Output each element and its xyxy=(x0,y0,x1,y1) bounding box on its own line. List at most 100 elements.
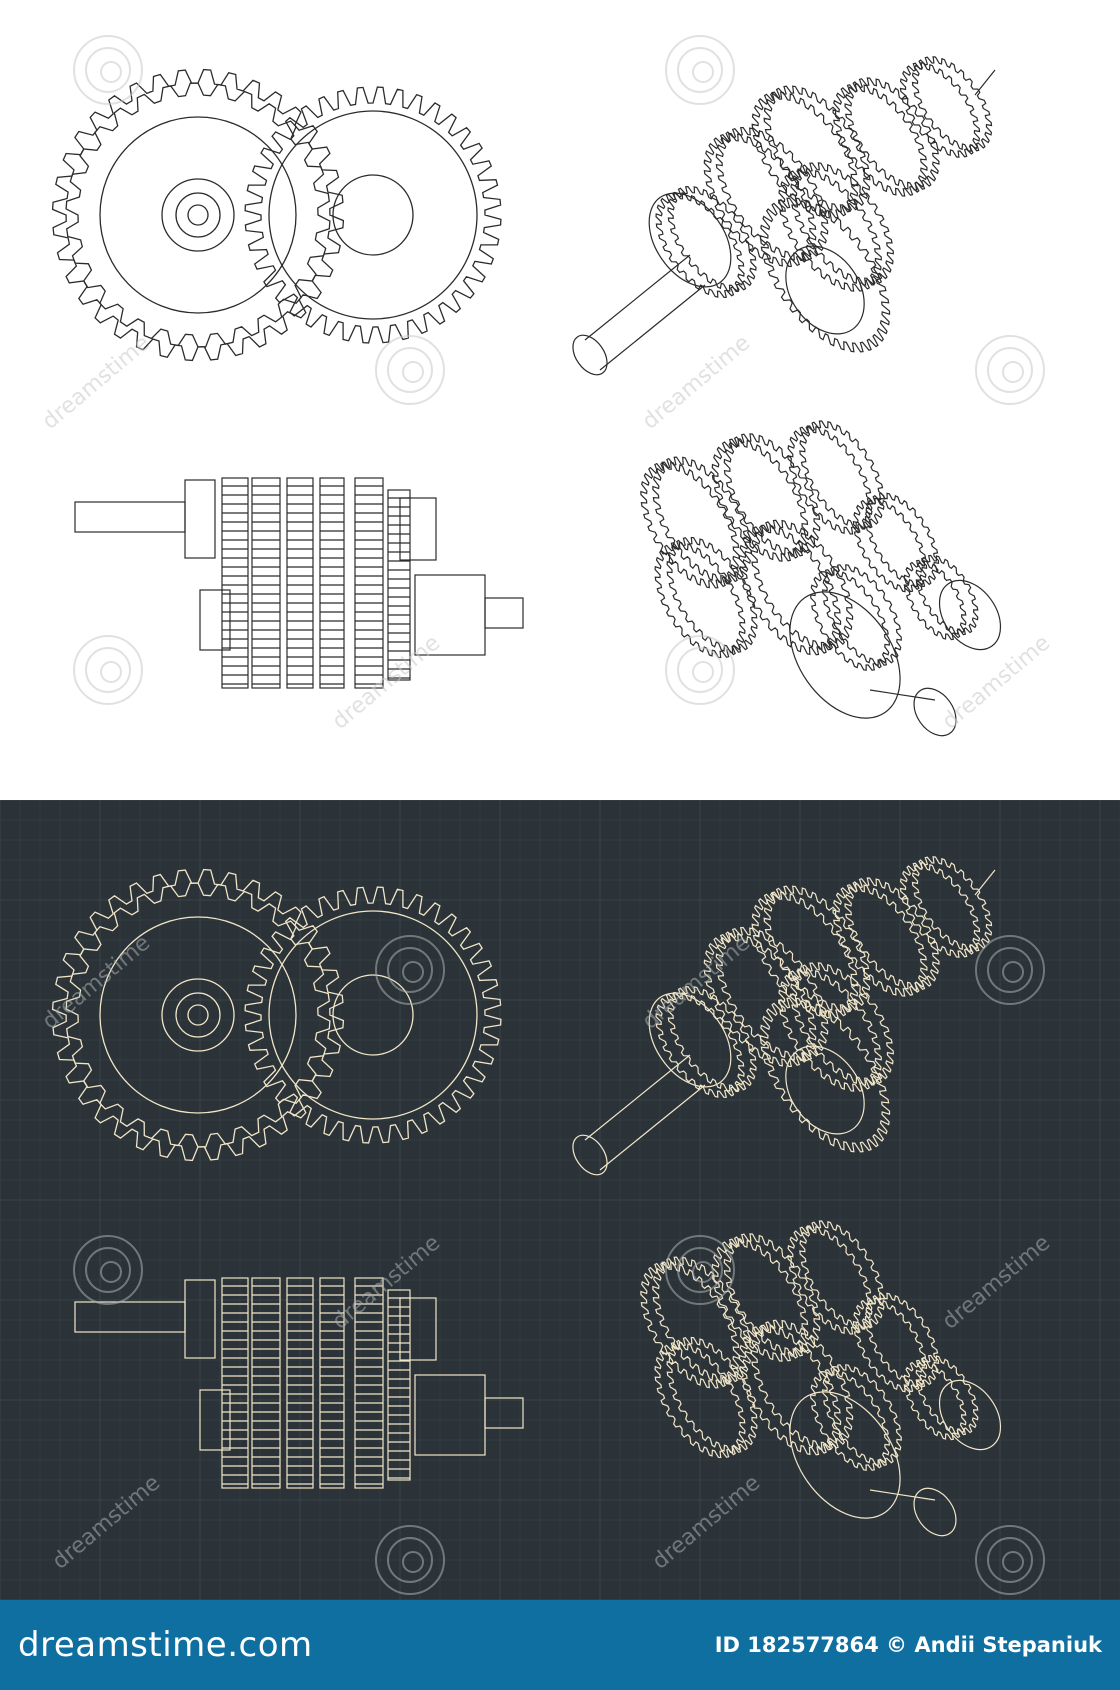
iso-gear xyxy=(899,62,981,158)
side-upper-bearing xyxy=(184,479,216,559)
small-gear-center xyxy=(187,204,209,226)
side-gear-stack xyxy=(319,477,345,689)
large-gear-teeth xyxy=(244,86,502,344)
watermark-text: dreamstime xyxy=(938,1231,1055,1335)
iso-gear-back xyxy=(715,126,829,262)
gearbox-gear-back xyxy=(822,1364,902,1466)
side-lower-shaft xyxy=(484,597,524,629)
iso-bearing xyxy=(648,192,732,288)
gearbox-gear xyxy=(640,1261,740,1389)
iso-hub xyxy=(785,245,865,335)
iso-large-gear xyxy=(759,197,891,353)
side-upper-shaft xyxy=(74,1301,186,1333)
small-gear-teeth-inner xyxy=(65,82,331,348)
footer-bar: dreamstime.com ID 182577864 © Andii Step… xyxy=(0,1600,1120,1690)
gearbox-gear xyxy=(903,559,967,641)
gearbox-gear-back xyxy=(915,554,979,636)
iso-gear xyxy=(751,91,859,219)
watermark-text: dreamstime xyxy=(38,931,155,1035)
gearbox-end-cap xyxy=(938,579,1002,651)
dreamstime-spiral-icon xyxy=(73,635,143,705)
side-gear-stack xyxy=(286,1277,314,1489)
large-gear-rim xyxy=(268,910,478,1120)
gearbox-side-view xyxy=(74,1277,524,1489)
footer-credit: ID 182577864 © Andii Stepaniuk xyxy=(714,1633,1102,1657)
iso-gear xyxy=(778,168,882,292)
gearbox-gear-back xyxy=(723,1233,821,1357)
iso-gear-back xyxy=(844,877,940,991)
iso-hub xyxy=(785,1045,865,1135)
iso-gear xyxy=(778,968,882,1092)
gear-shaft-isometric-view xyxy=(572,856,996,1176)
side-gear-stack xyxy=(319,1277,345,1489)
gearbox-gear-back xyxy=(723,433,821,557)
gear-pair-front-view xyxy=(51,68,502,362)
iso-large-gear xyxy=(759,997,891,1153)
gearbox-gear xyxy=(640,461,740,589)
side-gear-stack xyxy=(354,477,384,689)
gearbox-gear xyxy=(711,1238,809,1362)
gearbox-gear xyxy=(903,1359,967,1441)
footer-brand[interactable]: dreamstime.com xyxy=(18,1625,313,1665)
dreamstime-spiral-icon xyxy=(375,935,445,1005)
side-gear-stack xyxy=(221,1277,249,1489)
gear-shaft-isometric-view xyxy=(572,56,996,376)
gearbox-gear-back xyxy=(864,492,940,588)
dreamstime-spiral-icon xyxy=(975,1525,1045,1595)
side-upper-end xyxy=(399,497,437,561)
dreamstime-spiral-icon xyxy=(665,1235,735,1305)
watermark-text: dreamstime xyxy=(638,331,755,435)
gearbox-gear xyxy=(810,569,890,671)
large-gear-bore xyxy=(332,974,414,1056)
gearbox-hub xyxy=(789,1391,901,1519)
iso-shaft-tip xyxy=(974,69,996,96)
side-gear-stack xyxy=(251,1277,281,1489)
watermark-text: dreamstime xyxy=(638,931,755,1035)
large-gear-bore xyxy=(332,174,414,256)
gearbox-output-spline xyxy=(913,1487,957,1537)
gearbox-gear xyxy=(654,1341,746,1459)
gearbox-gear xyxy=(738,1324,842,1456)
watermark-text: dreamstime xyxy=(48,1471,165,1575)
side-gear-stack xyxy=(387,1289,411,1481)
gearbox-gear xyxy=(852,497,928,593)
gearbox-gear-back xyxy=(750,519,854,651)
gearbox-gear xyxy=(852,1297,928,1393)
gearbox-output-shaft xyxy=(869,689,936,701)
gearbox-gear-back xyxy=(652,1256,752,1384)
dreamstime-spiral-icon xyxy=(975,335,1045,405)
gearbox-gear-back xyxy=(799,1220,885,1330)
gearbox-gear-back xyxy=(915,1354,979,1436)
watermark-text: dreamstime xyxy=(38,331,155,435)
iso-shaft-end xyxy=(572,334,608,376)
side-lower-left xyxy=(199,1389,231,1451)
gearbox-gear-back xyxy=(750,1319,854,1451)
gearbox-isometric-view xyxy=(640,1220,1002,1537)
iso-gear xyxy=(899,862,981,958)
side-lower-left xyxy=(199,589,231,651)
small-gear-hub xyxy=(161,178,235,252)
side-gear-stack xyxy=(221,477,249,689)
iso-shaft-end xyxy=(572,1134,608,1176)
gearbox-output-shaft xyxy=(869,1489,936,1501)
iso-shaft xyxy=(584,254,706,371)
gearbox-gear xyxy=(810,1369,890,1471)
dark-blueprint-panel: dreamstime dreamstime dreamstime dreamstime… xyxy=(0,800,1120,1600)
iso-gear xyxy=(655,991,745,1099)
watermark-text: dreamstime xyxy=(328,1231,445,1335)
side-gear-stack xyxy=(251,477,281,689)
small-gear-teeth-outer xyxy=(51,868,345,1162)
side-lower-shaft xyxy=(484,1397,524,1429)
gearbox-gear-back xyxy=(652,456,752,584)
gearbox-side-view xyxy=(74,477,524,689)
gearbox-isometric-view xyxy=(640,420,1002,737)
iso-bearing xyxy=(648,992,732,1088)
dark-drawings: dreamstime dreamstime dreamstime dreamstime… xyxy=(0,800,1120,1600)
large-gear-teeth xyxy=(244,886,502,1144)
small-gear-hub xyxy=(161,978,235,1052)
dreamstime-spiral-icon xyxy=(375,1525,445,1595)
side-gear-stack xyxy=(354,1277,384,1489)
iso-gear-back xyxy=(844,77,940,191)
gearbox-gear-back xyxy=(666,536,758,654)
